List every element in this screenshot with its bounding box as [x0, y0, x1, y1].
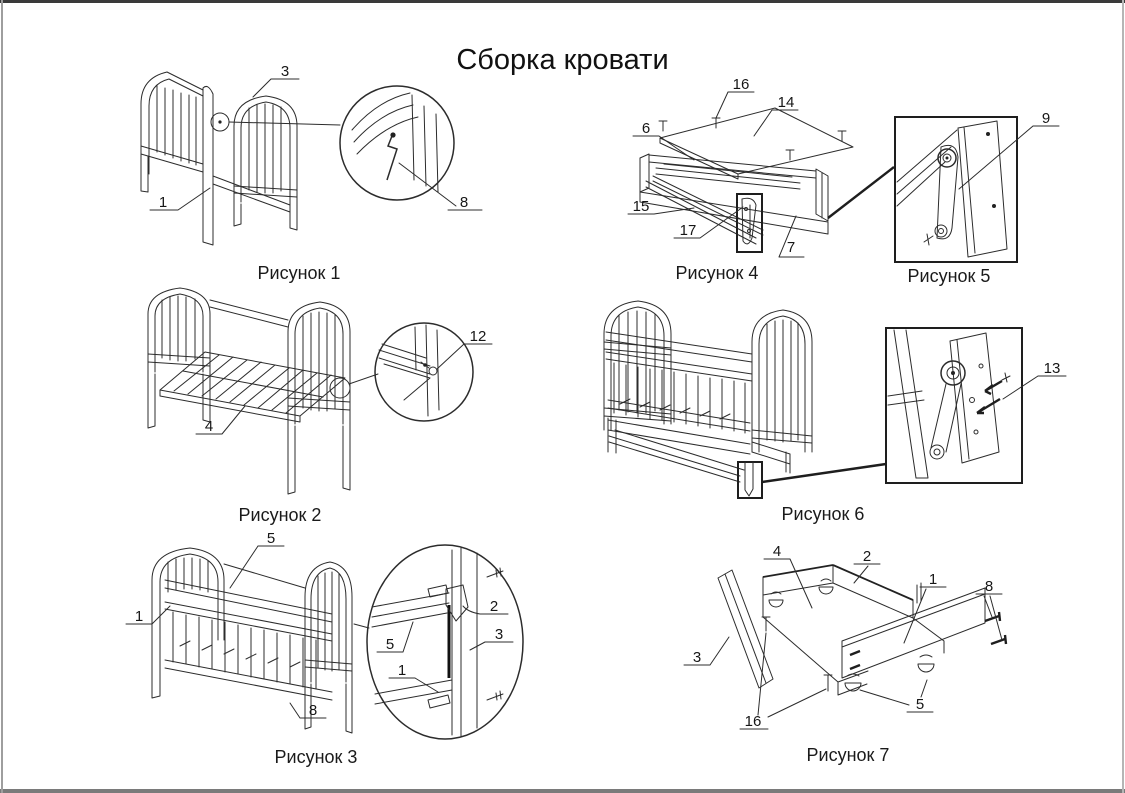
bracket-highlight-box — [737, 194, 762, 252]
latch-bracket — [428, 585, 468, 621]
callout-line — [229, 122, 340, 125]
figure-4-bed-frame-drawing: 16 14 6 15 17 7 — [628, 76, 894, 257]
callout-line — [354, 624, 369, 628]
magnifier-circle — [340, 86, 454, 200]
part-label-leg: 8 — [309, 702, 317, 719]
part-label-mattress-base: 4 — [205, 418, 213, 435]
part-label-panel: 14 — [778, 94, 795, 111]
part-label-post: 3 — [495, 626, 503, 643]
figure-6-caption: Рисунок 6 — [781, 504, 865, 524]
part-label-side-panel: 3 — [693, 649, 701, 666]
part-label-screw: 13 — [1044, 360, 1061, 377]
part-label-bottom-rail: 1 — [159, 194, 167, 211]
figure-1-caption: Рисунок 1 — [257, 263, 341, 283]
figure-3-caption: Рисунок 3 — [274, 747, 358, 767]
part-label-frame-rail: 6 — [642, 120, 650, 137]
callout-line — [349, 374, 378, 384]
screw-icon — [1002, 373, 1010, 382]
screw-direction-arrows — [977, 381, 1002, 413]
figure-2-caption: Рисунок 2 — [238, 505, 322, 525]
part-label-front-rail-top: 5 — [267, 530, 275, 547]
figure-6-pendulum-crib-drawing: 13 — [604, 301, 1066, 498]
screw-icons — [659, 118, 846, 160]
screw-icons-bottom — [762, 617, 832, 691]
part-label-latch: 2 — [490, 598, 498, 615]
swing-link-plate — [937, 145, 958, 239]
detail-box — [886, 328, 1022, 483]
part-label-cross-rail: 17 — [680, 222, 697, 239]
part-label-front-panel: 1 — [929, 571, 937, 588]
figure-3-crib-front-rail-drawing: 5 1 8 2 3 5 1 — [126, 530, 523, 739]
part-label-screws: 16 — [733, 76, 750, 93]
page-border-top — [0, 0, 1125, 3]
part-label-lower-rail: 1 — [398, 662, 406, 679]
mattress-board — [660, 108, 853, 179]
magnifier-circle — [375, 323, 473, 421]
figure-2-crib-base-drawing: 4 12 — [148, 288, 492, 494]
mattress-base-frame — [160, 352, 345, 422]
part-label-side-panel: 1 — [135, 608, 143, 625]
figure-1-crib-sides-drawing: 8 3 1 — [141, 63, 482, 245]
part-label-slide-rail: 15 — [633, 198, 650, 215]
bracket-highlight-box — [738, 462, 762, 498]
part-label-hex-key: 8 — [460, 194, 468, 211]
part-label-back-wall: 2 — [863, 548, 871, 565]
callout-line-to-figure-5 — [828, 167, 894, 218]
page-border-right — [1122, 0, 1124, 793]
callout-line-to-detail — [762, 464, 886, 482]
magnifier-ellipse — [367, 545, 523, 739]
joint-highlight-circle — [330, 378, 350, 398]
part-label-rail: 5 — [386, 636, 394, 653]
figure-4-caption: Рисунок 4 — [675, 263, 759, 283]
caster-icons-rear — [769, 579, 833, 607]
page-border-bottom — [0, 789, 1125, 793]
part-label-screws-bottom: 16 — [745, 713, 762, 730]
drawer-side-panel — [718, 570, 773, 688]
part-label-front-board: 7 — [787, 239, 795, 256]
part-label-screws-side: 8 — [985, 578, 993, 595]
page-border-left — [1, 0, 3, 793]
part-label-screw: 12 — [470, 328, 487, 345]
detail-box — [895, 117, 1017, 262]
part-label-swing-link: 9 — [1042, 110, 1050, 127]
caster-icons-front — [845, 655, 934, 691]
hex-key-icon — [387, 136, 397, 180]
screw-icons-side — [985, 612, 1006, 644]
part-label-bottom-panel: 4 — [773, 543, 781, 560]
part-label-casters: 5 — [916, 696, 924, 713]
figure-7-caption: Рисунок 7 — [806, 745, 890, 765]
screw-icon — [429, 367, 437, 375]
figure-5-caption: Рисунок 5 — [907, 266, 991, 286]
figure-7-drawer-drawing: 8 3 16 5 4 2 1 — [684, 543, 1006, 730]
figure-5-swing-link-detail: 9 — [895, 110, 1059, 262]
mattress-base-slats — [174, 355, 331, 413]
part-label-headboard: 3 — [281, 63, 289, 80]
screw-icons — [487, 568, 503, 700]
page-title: Сборка кровати — [456, 44, 669, 76]
